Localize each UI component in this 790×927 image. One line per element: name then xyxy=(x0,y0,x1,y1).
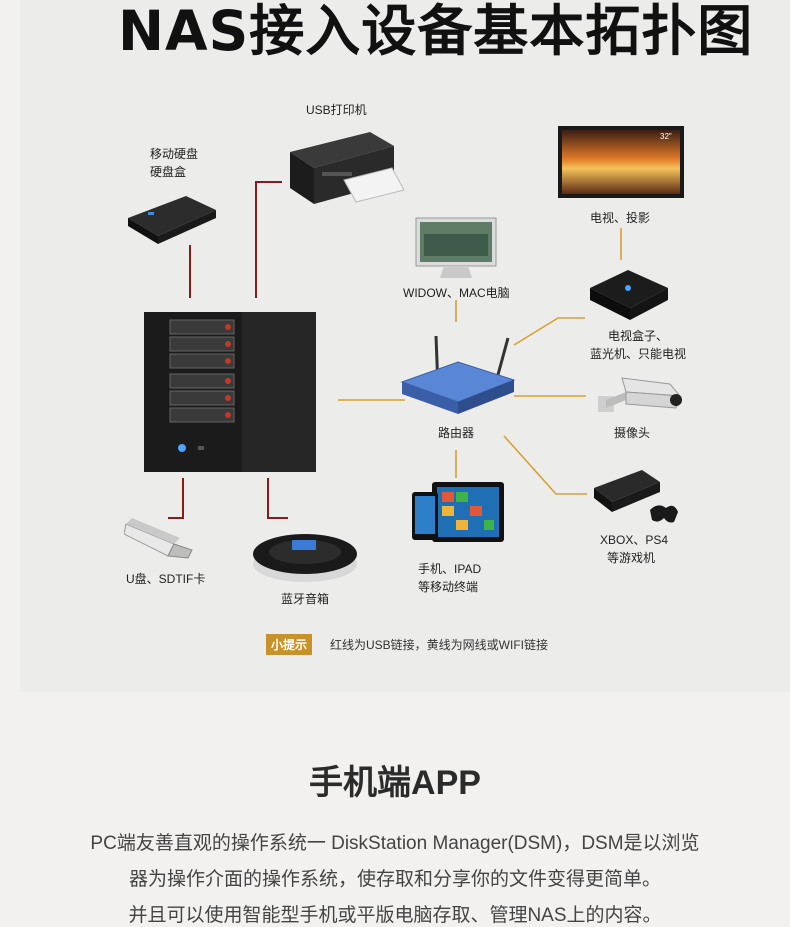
app-desc-line-3: 并且可以使用智能型手机或平版电脑存取、管理NAS上的内容。 xyxy=(0,900,790,927)
usb-drive-label: U盘、SDTIF卡 xyxy=(126,570,205,588)
bt-speaker-icon xyxy=(250,526,360,586)
tv-label: 电视、投影 xyxy=(590,209,650,227)
printer-icon xyxy=(282,120,406,212)
mobile-label-2: 等移动终端 xyxy=(418,578,478,596)
portable-hdd-icon xyxy=(124,192,220,248)
tip-badge: 小提示 xyxy=(266,634,312,655)
hdd-label-1: 移动硬盘 xyxy=(150,145,198,163)
tvbox-label-1: 电视盒子、 xyxy=(608,327,668,345)
net-line-tvbox xyxy=(514,318,585,345)
app-section-title: 手机端APP xyxy=(0,755,790,804)
tv-icon: 32" xyxy=(556,124,686,202)
router-icon xyxy=(398,332,518,422)
net-line-console xyxy=(504,436,587,494)
tv-box-icon xyxy=(588,266,670,324)
usb-line-usbdrive xyxy=(168,478,183,518)
nas-server-icon xyxy=(142,308,322,476)
camera-label: 摄像头 xyxy=(614,424,650,442)
console-label-1: XBOX、PS4 xyxy=(600,531,668,549)
console-label-2: 等游戏机 xyxy=(607,549,655,567)
game-console-icon xyxy=(592,466,680,528)
tv-size-badge: 32" xyxy=(660,132,672,141)
hdd-label-2: 硬盘盒 xyxy=(150,163,186,181)
tablet-phone-icon xyxy=(410,480,506,546)
monitor-icon xyxy=(414,216,498,282)
mobile-label-1: 手机、IPAD xyxy=(418,560,481,578)
topology-diagram: NAS接入设备基本拓扑图 USB打印机 移动硬盘 硬盘盒 xyxy=(20,0,790,692)
tip-text: 红线为USB链接，黄线为网线或WIFI链接 xyxy=(330,636,548,653)
tvbox-label-2: 蓝光机、只能电视 xyxy=(590,345,686,363)
camera-icon xyxy=(596,370,682,418)
printer-label: USB打印机 xyxy=(306,101,367,119)
usb-line-printer xyxy=(256,182,282,298)
usb-line-speaker xyxy=(268,478,288,518)
app-desc-line-1: PC端友善直观的操作系统一 DiskStation Manager(DSM)，D… xyxy=(0,828,790,855)
pc-label: WIDOW、MAC电脑 xyxy=(403,284,510,302)
app-desc-line-2: 器为操作介面的操作系统，使存取和分享你的文件变得更简单。 xyxy=(0,864,790,891)
usb-drive-icon xyxy=(124,514,196,560)
bt-speaker-label: 蓝牙音箱 xyxy=(281,590,329,608)
router-label: 路由器 xyxy=(438,424,474,442)
